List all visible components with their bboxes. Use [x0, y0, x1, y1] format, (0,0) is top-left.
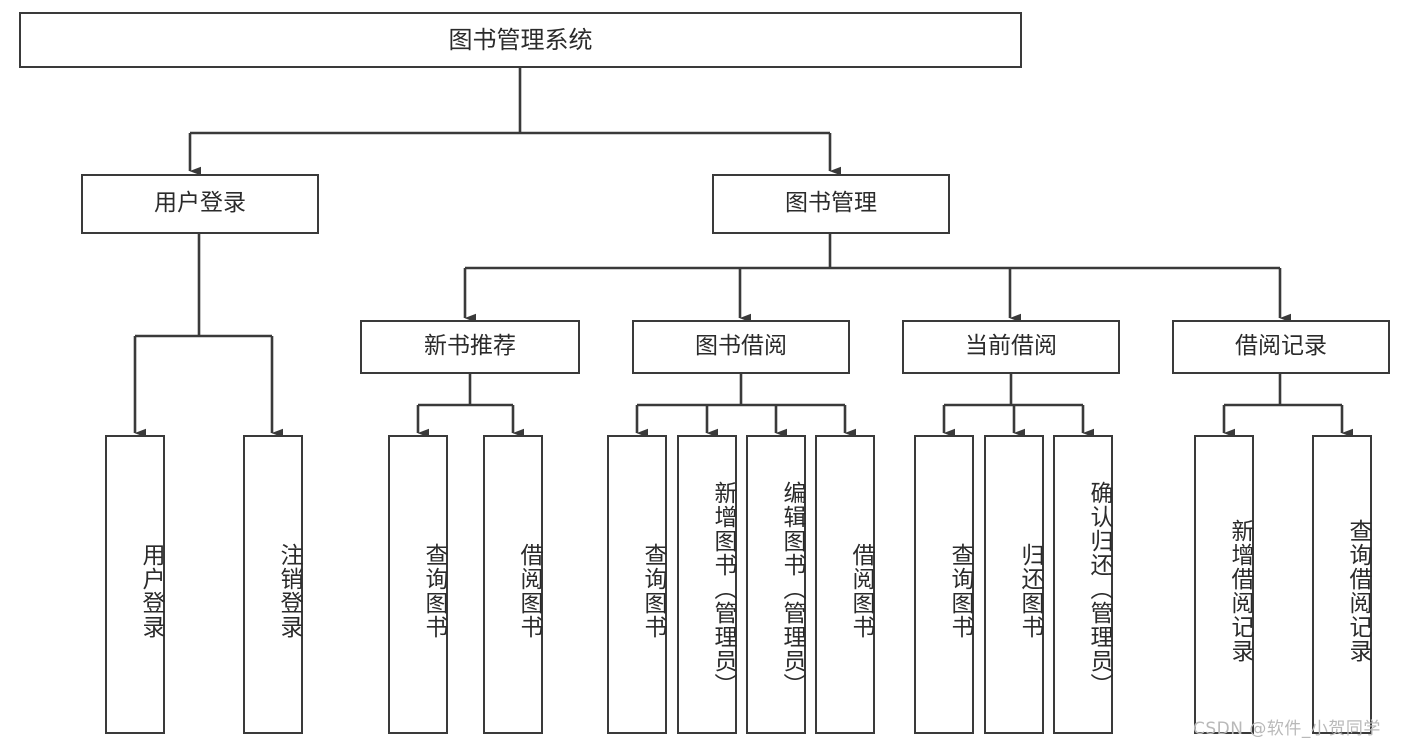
node-leaf-confirm-return-admin[interactable]: 确认归还（管理员）: [1053, 435, 1113, 734]
node-leaf-add-book-admin[interactable]: 新增图书（管理员）: [677, 435, 737, 734]
node-book-management[interactable]: 图书管理: [712, 174, 950, 234]
node-leaf-logout[interactable]: 注销登录: [243, 435, 303, 734]
node-leaf-query-borrow-record[interactable]: 查询借阅记录: [1312, 435, 1372, 734]
node-leaf-user-login[interactable]: 用户登录: [105, 435, 165, 734]
node-leaf-query-book-borrow[interactable]: 查询图书: [607, 435, 667, 734]
node-leaf-query-book-current[interactable]: 查询图书: [914, 435, 974, 734]
csdn-watermark: CSDN @软件_小贺同学: [1193, 719, 1381, 739]
node-current-borrow[interactable]: 当前借阅: [902, 320, 1120, 374]
node-leaf-borrow-book[interactable]: 借阅图书: [815, 435, 875, 734]
node-root-book-management-system[interactable]: 图书管理系统: [19, 12, 1022, 68]
node-user-login[interactable]: 用户登录: [81, 174, 319, 234]
node-leaf-query-book-recommend[interactable]: 查询图书: [388, 435, 448, 734]
node-leaf-return-book[interactable]: 归还图书: [984, 435, 1044, 734]
node-leaf-edit-book-admin[interactable]: 编辑图书（管理员）: [746, 435, 806, 734]
node-borrow-record[interactable]: 借阅记录: [1172, 320, 1390, 374]
node-leaf-add-borrow-record[interactable]: 新增借阅记录: [1194, 435, 1254, 734]
node-leaf-borrow-book-recommend[interactable]: 借阅图书: [483, 435, 543, 734]
node-new-book-recommend[interactable]: 新书推荐: [360, 320, 580, 374]
node-book-borrow[interactable]: 图书借阅: [632, 320, 850, 374]
